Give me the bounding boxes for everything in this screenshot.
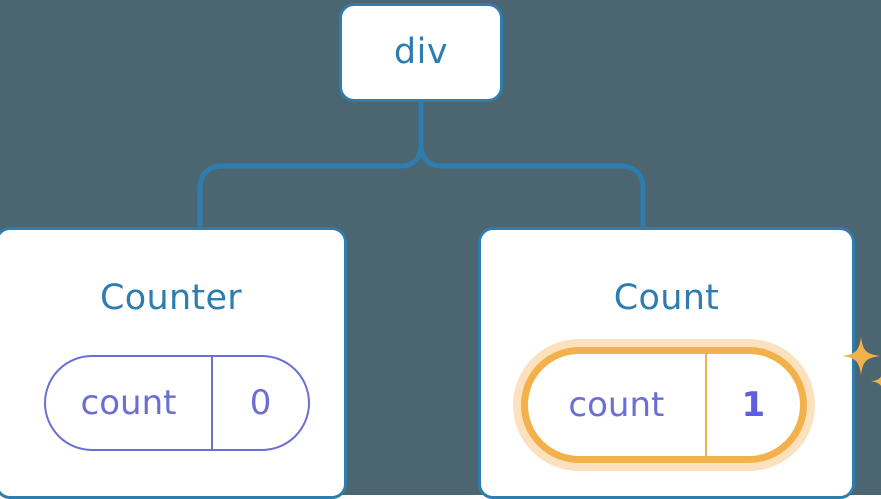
connector-to-counter [197,142,424,229]
count-state-pill[interactable]: count 1 [521,347,807,463]
div-node[interactable]: div [339,3,503,102]
count-state-value: 1 [704,354,800,456]
counter-node-title: Counter [100,278,242,318]
count-node-title: Count [613,278,720,318]
connector-to-count [418,142,646,229]
counter-state-key: count [80,383,177,423]
count-state-key: count [568,385,665,425]
div-node-label: div [393,32,449,72]
counter-state-pill-wrap: count 0 [44,355,310,451]
counter-node[interactable]: Counter count 0 [0,227,347,499]
count-node[interactable]: Count count 1 [478,227,881,499]
counter-state-pill[interactable]: count 0 [44,355,310,451]
counter-state-value: 0 [211,357,308,449]
count-state-pill-wrap: count 1 [521,337,881,463]
